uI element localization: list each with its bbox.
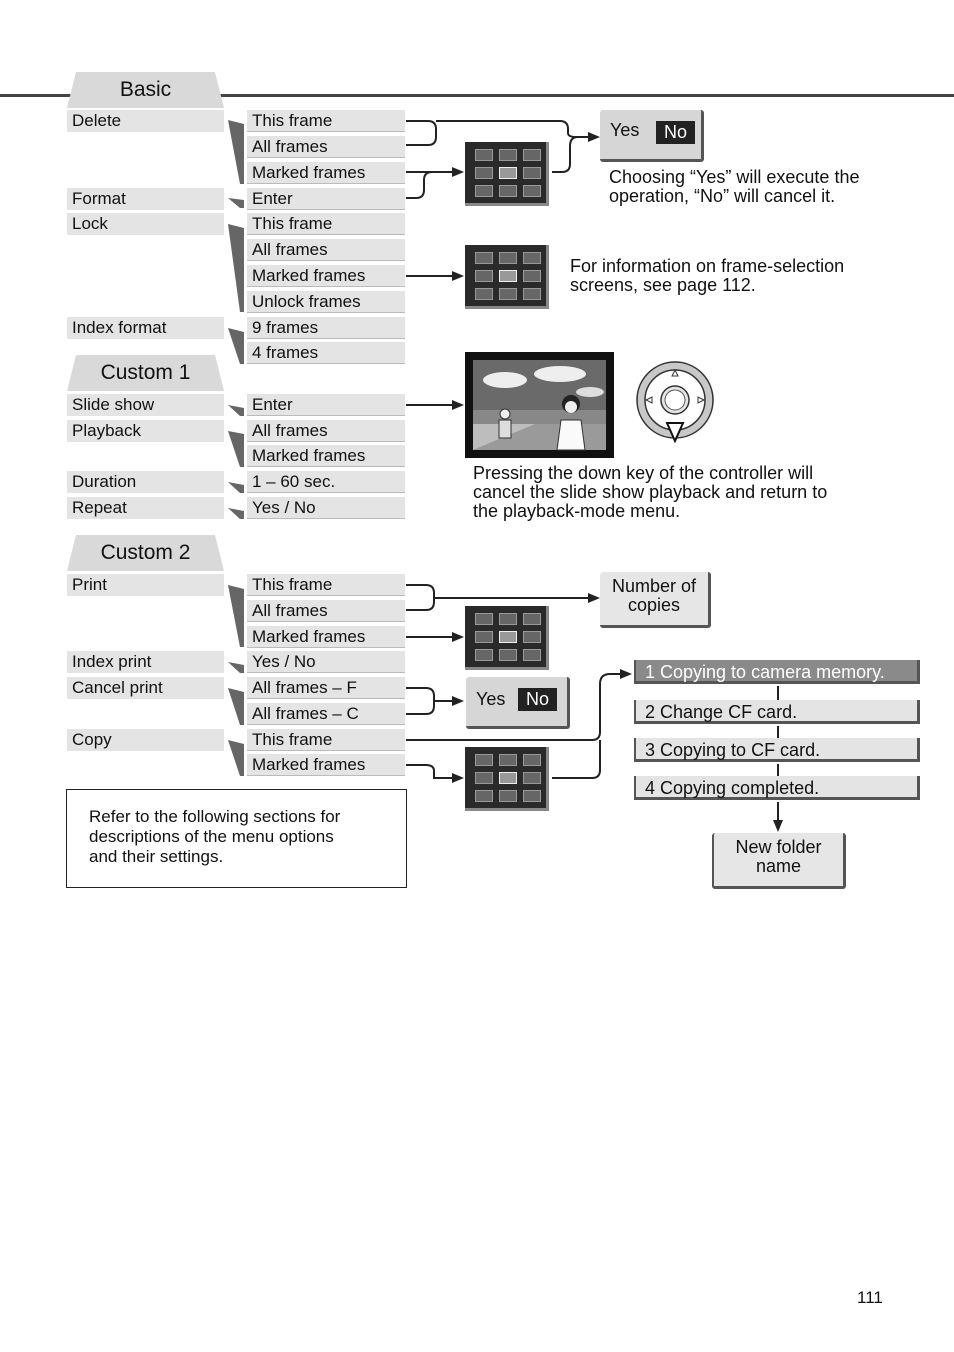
arrow-paths — [406, 120, 779, 822]
wedge-repeat — [228, 508, 244, 519]
number-of-copies-box[interactable]: Number of copies — [600, 572, 711, 628]
menu-item-slide-show[interactable]: Slide show — [67, 394, 224, 416]
yes-no-note: Choosing “Yes” will execute the operatio… — [609, 168, 859, 206]
option-lock-all-frames[interactable]: All frames — [247, 239, 405, 261]
option-index-9-frames[interactable]: 9 frames — [247, 317, 405, 339]
option-delete-this-frame[interactable]: This frame — [247, 110, 405, 132]
no-option[interactable]: No — [656, 121, 696, 144]
menu-item-repeat[interactable]: Repeat — [67, 497, 224, 519]
option-cancel-all-frames-f[interactable]: All frames – F — [247, 677, 405, 699]
menu-item-copy[interactable]: Copy — [67, 729, 224, 751]
note-line: Pressing the down key of the controller … — [473, 463, 814, 483]
section-label: Custom 1 — [100, 361, 191, 384]
frame-selection-screen — [465, 245, 549, 309]
note-line: For information on frame-selection — [570, 256, 845, 276]
arrow-heads — [452, 132, 783, 832]
frame-selection-note: For information on frame-selection scree… — [570, 257, 844, 295]
option-print-all-frames[interactable]: All frames — [247, 600, 405, 622]
option-playback-marked-frames[interactable]: Marked frames — [247, 445, 405, 467]
slide-show-photo — [465, 352, 614, 458]
option-format-enter[interactable]: Enter — [247, 188, 405, 210]
option-delete-all-frames[interactable]: All frames — [247, 136, 405, 158]
option-print-marked-frames[interactable]: Marked frames — [247, 626, 405, 648]
option-print-this-frame[interactable]: This frame — [247, 574, 405, 596]
yes-option[interactable]: Yes — [476, 689, 506, 709]
note-line: screens, see page 112. — [570, 275, 756, 295]
section-tab-basic[interactable]: Basic — [67, 72, 224, 108]
option-cancel-all-frames-c[interactable]: All frames – C — [247, 703, 405, 725]
new-folder-name-box[interactable]: New folder name — [712, 833, 846, 889]
wedge-format — [228, 198, 244, 208]
note-line: Choosing “Yes” will execute the — [609, 167, 860, 187]
copy-step-2: 2 Change CF card. — [634, 700, 920, 724]
option-lock-marked-frames[interactable]: Marked frames — [247, 265, 405, 287]
section-tab-custom1[interactable]: Custom 1 — [67, 355, 224, 391]
wedge-playback — [228, 431, 244, 467]
slide-show-note: Pressing the down key of the controller … — [473, 464, 827, 521]
box-line: Number of — [611, 576, 697, 596]
note-line: operation, “No” will cancel it. — [609, 186, 836, 206]
frame-selection-screen — [465, 142, 549, 206]
wedge-lock — [228, 224, 244, 312]
option-copy-this-frame[interactable]: This frame — [247, 729, 405, 751]
note-line: descriptions of the menu options — [89, 827, 334, 846]
option-slide-enter[interactable]: Enter — [247, 394, 405, 416]
box-line: copies — [627, 595, 681, 615]
section-tab-custom2[interactable]: Custom 2 — [67, 535, 224, 571]
note-line: Refer to the following sections for — [89, 807, 341, 826]
copy-step-4: 4 Copying completed. — [634, 776, 920, 800]
yes-no-dialog[interactable]: Yes No — [600, 110, 704, 162]
box-line: New folder — [735, 837, 822, 857]
menu-item-lock[interactable]: Lock — [67, 213, 224, 235]
option-repeat-yes-no[interactable]: Yes / No — [247, 497, 405, 519]
menu-item-format[interactable]: Format — [67, 188, 224, 210]
menu-item-duration[interactable]: Duration — [67, 471, 224, 493]
wedge-duration — [228, 482, 244, 493]
option-index-print-yes-no[interactable]: Yes / No — [247, 651, 405, 673]
wedge-index-print — [228, 662, 244, 673]
copy-step-3: 3 Copying to CF card. — [634, 738, 920, 762]
section-label: Custom 2 — [100, 541, 191, 564]
yes-option[interactable]: Yes — [610, 120, 640, 140]
note-line: the playback-mode menu. — [473, 501, 681, 521]
menu-item-print[interactable]: Print — [67, 574, 224, 596]
controller-icon — [636, 361, 714, 443]
option-index-4-frames[interactable]: 4 frames — [247, 342, 405, 364]
box-line: name — [755, 856, 802, 876]
note-line: cancel the slide show playback and retur… — [473, 482, 828, 502]
wedge-copy — [228, 740, 244, 776]
option-copy-marked-frames[interactable]: Marked frames — [247, 754, 405, 776]
option-lock-this-frame[interactable]: This frame — [247, 213, 405, 235]
page-number: 111 — [857, 1288, 883, 1307]
section-label: Basic — [119, 78, 172, 101]
option-playback-all-frames[interactable]: All frames — [247, 420, 405, 442]
wedge-print — [228, 585, 244, 647]
wedge-cancel-print — [228, 688, 244, 725]
frame-selection-screen — [465, 747, 549, 811]
option-wedges — [228, 120, 244, 776]
menu-item-index-print[interactable]: Index print — [67, 651, 224, 673]
frame-selection-screen — [465, 606, 549, 670]
menu-item-index-format[interactable]: Index format — [67, 317, 224, 339]
wedge-delete — [228, 120, 244, 184]
reference-note-box: Refer to the following sections for desc… — [66, 789, 407, 888]
note-line: and their settings. — [89, 847, 224, 866]
wedge-index-format — [228, 328, 244, 364]
yes-no-dialog[interactable]: Yes No — [466, 677, 570, 729]
wedge-slide-show — [228, 405, 244, 416]
no-option[interactable]: No — [518, 688, 558, 711]
header-rule — [0, 94, 954, 97]
option-delete-marked-frames[interactable]: Marked frames — [247, 162, 405, 184]
option-duration-range[interactable]: 1 – 60 sec. — [247, 471, 405, 493]
option-unlock-frames[interactable]: Unlock frames — [247, 291, 405, 313]
menu-item-playback[interactable]: Playback — [67, 420, 224, 442]
copy-step-1: 1 Copying to camera memory. — [634, 660, 920, 684]
menu-item-delete[interactable]: Delete — [67, 110, 224, 132]
menu-item-cancel-print[interactable]: Cancel print — [67, 677, 224, 699]
